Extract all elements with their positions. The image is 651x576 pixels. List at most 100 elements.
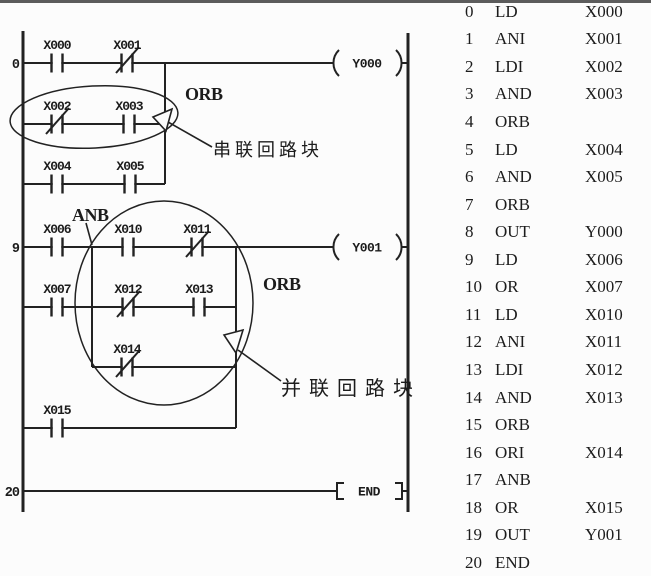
anb-leader-line [85,222,93,246]
il-step: 9 [465,249,474,269]
rung-number-9: 9 [12,242,20,257]
block-label-orb-parallel: ORB [263,274,301,294]
il-op: ORB [495,194,530,214]
coil-label: Y001 [352,241,382,256]
il-step: 3 [465,84,474,104]
contact-X012: X012 [114,282,144,318]
contact-gap [123,303,133,311]
il-arg: X007 [585,277,623,297]
il-row-17: 17 ANB [464,466,650,494]
il-op: OR [495,497,519,517]
contact-label: X013 [185,282,213,297]
il-step: 11 [465,304,482,324]
il-step: 17 [465,470,482,490]
il-step: 4 [465,111,474,131]
il-arg: X006 [585,249,623,269]
end-instruction: END [336,482,403,500]
coil-paren-right [395,233,403,261]
contact-label: X004 [43,159,71,174]
contact-gap [125,180,135,188]
contact-X006: X006 [43,222,73,257]
il-arg: X011 [585,332,623,352]
il-arg: Y001 [585,525,623,545]
il-arg: X010 [585,304,623,324]
contact-gap [123,243,133,251]
il-op: ORI [495,442,525,462]
contact-gap [52,303,62,311]
coil-paren-left [332,49,340,77]
il-op: OR [495,277,519,297]
contact-X000: X000 [43,38,73,73]
contact-gap [52,59,62,67]
contact-label: X005 [116,159,144,174]
il-op: LD [495,1,518,21]
il-op: END [495,552,530,572]
il-op: OUT [495,222,530,242]
contact-label: X006 [43,222,71,237]
il-arg: X001 [585,29,623,49]
il-op: LDI [495,360,524,380]
il-row-20: 20 END [464,549,650,576]
coil-paren-left [332,233,340,261]
contact-X014: X014 [113,342,143,378]
il-step: 15 [465,415,482,435]
il-op: ANI [495,332,526,352]
il-step: 18 [465,497,482,517]
contact-X005: X005 [116,159,146,194]
il-arg: X015 [585,497,623,517]
contact-label: X015 [43,403,71,418]
block-label-anb: ANB [72,205,109,225]
contact-X002: X002 [43,99,73,135]
il-op: LD [495,304,518,324]
il-step: 20 [465,552,482,572]
coil-Y001: Y001 [332,233,403,261]
coil-label: Y000 [352,57,382,72]
il-op: AND [495,167,532,187]
il-step: 1 [465,29,474,49]
nc-slash [185,230,210,258]
contact-X015: X015 [43,403,73,438]
contact-label: X014 [113,342,141,357]
il-op: LDI [495,56,524,76]
arrow-head [222,328,245,355]
contact-gap [52,424,62,432]
nc-slash [115,350,140,378]
block-label-orb-series: ORB [185,84,223,104]
end-bracket-right [395,482,403,500]
il-arg: X004 [585,139,623,159]
il-arg: X014 [585,442,623,462]
contact-label: X010 [114,222,142,237]
contact-X003: X003 [115,99,145,134]
il-arg: X005 [585,167,623,187]
il-step: 13 [465,360,482,380]
contact-X004: X004 [43,159,73,194]
contact-gap [194,303,204,311]
il-arg: X003 [585,84,623,104]
il-step: 8 [465,222,474,242]
il-step: 10 [465,277,482,297]
arrow-shaft [237,349,282,382]
il-step: 6 [465,167,474,187]
il-step: 14 [465,387,482,407]
series-arrow [151,107,213,148]
parallel-arrow [222,328,282,382]
contact-gap [124,120,134,128]
il-row-7: 7 ORB [464,191,650,219]
arrow-head [151,107,174,133]
contact-X010: X010 [114,222,144,257]
il-row-9: 9 LD X006 [464,246,650,274]
il-op: ANB [495,470,531,490]
contact-X007: X007 [43,282,72,317]
contact-X001: X001 [113,38,143,74]
contact-gap [52,243,62,251]
il-op: LD [495,249,518,269]
il-step: 7 [465,194,474,214]
